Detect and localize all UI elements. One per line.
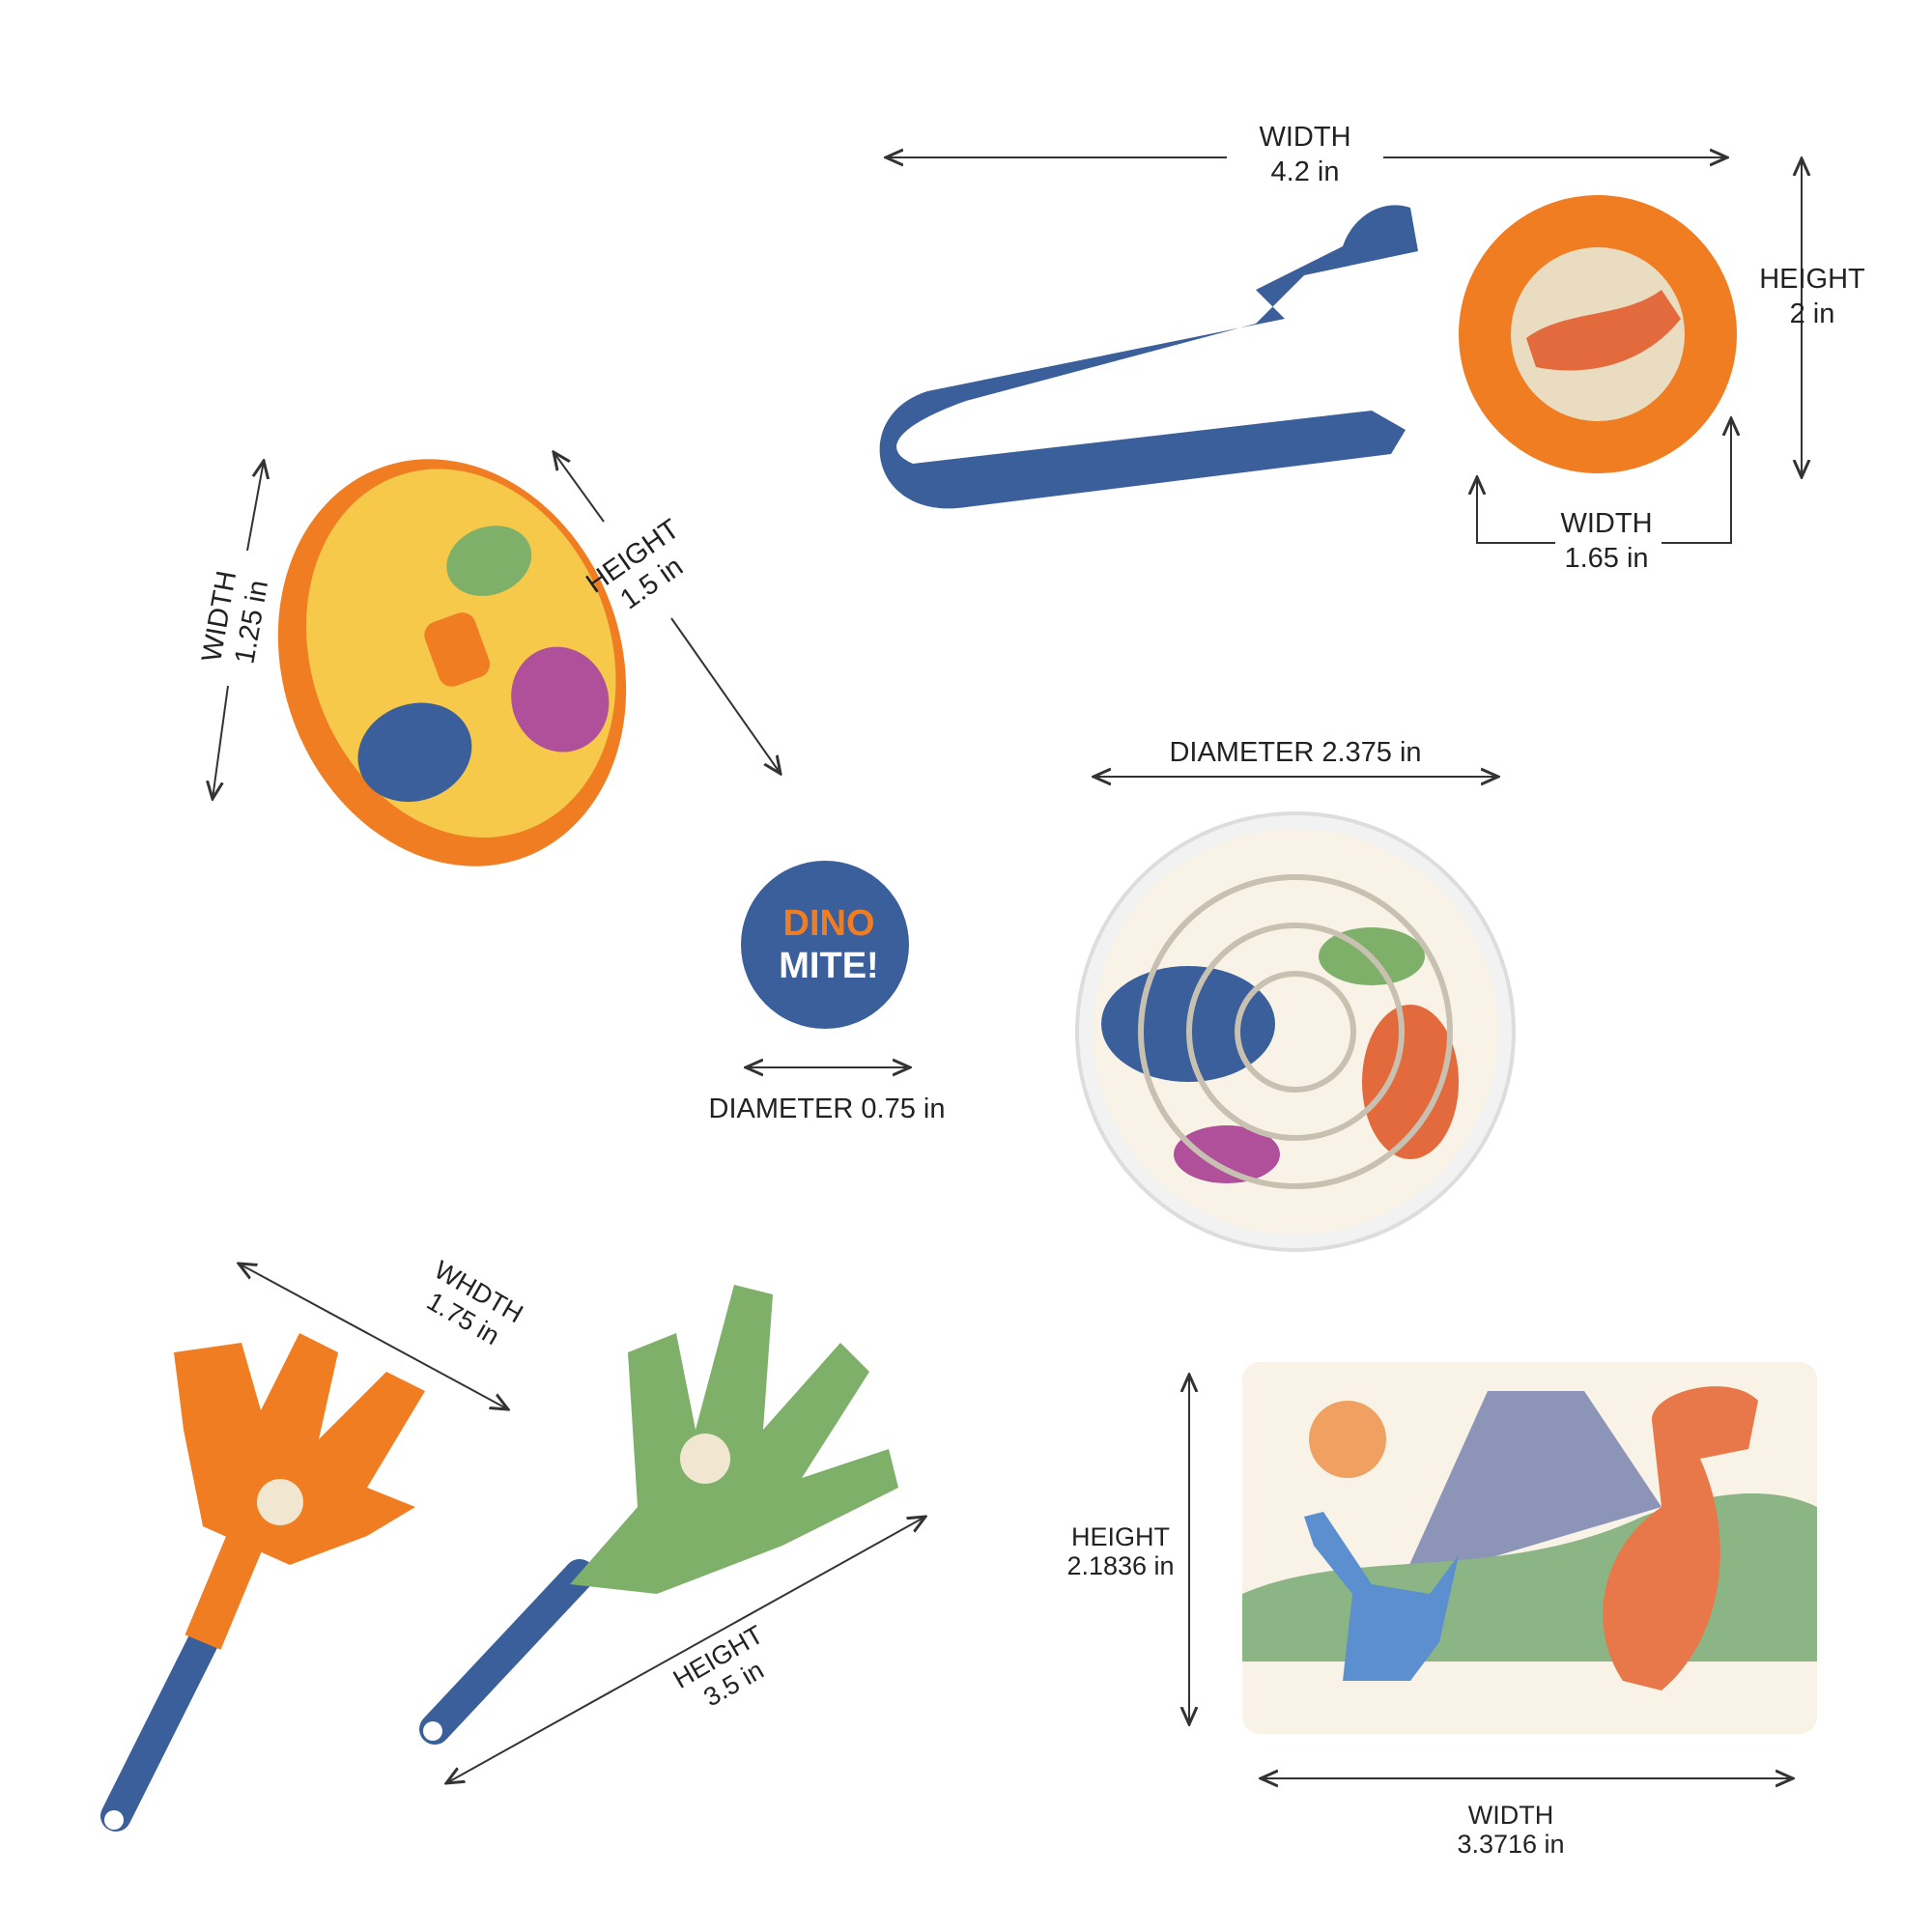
sticker-diameter-dimension: DIAMETER 0.75 in <box>709 1067 946 1124</box>
dinosaur-card <box>1242 1362 1817 1734</box>
spinning-top-width-dimension: WIDTH 1.25 in <box>196 461 274 799</box>
card-height-label: HEIGHT <box>1071 1522 1170 1551</box>
card-width-label: WIDTH <box>1468 1801 1553 1830</box>
orange-hand-clapper <box>100 1333 425 1832</box>
ring-width-dimension: WIDTH 1.65 in <box>1477 418 1731 574</box>
ring-height-label: HEIGHT <box>1759 264 1865 295</box>
card-width-value: 3.3716 in <box>1457 1830 1564 1859</box>
maze-diameter-label: DIAMETER 2.375 in <box>1169 737 1421 768</box>
sticker-text-line2: MITE! <box>779 946 878 986</box>
dino-mite-sticker: DINO MITE! <box>741 861 909 1029</box>
ring-toy <box>1459 195 1737 473</box>
maze-diameter-dimension: DIAMETER 2.375 in <box>1094 737 1498 777</box>
sticker-diameter-label: DIAMETER 0.75 in <box>709 1094 946 1124</box>
slingshot-width-dimension: WIDTH 4.2 in <box>886 122 1727 187</box>
ring-height-dimension: HEIGHT 2 in <box>1759 158 1865 477</box>
sticker-text-line1: DINO <box>783 903 875 944</box>
ring-width-value: 1.65 in <box>1564 543 1648 574</box>
green-hand-clapper <box>419 1285 898 1745</box>
card-height-value: 2.1836 in <box>1066 1551 1174 1580</box>
slingshot-toy <box>879 205 1418 509</box>
card-height-dimension: HEIGHT 2.1836 in <box>1066 1375 1189 1724</box>
slingshot-width-label: WIDTH <box>1259 122 1350 153</box>
ring-height-value: 2 in <box>1790 298 1835 329</box>
spinning-top-toy <box>277 459 627 867</box>
card-width-dimension: WIDTH 3.3716 in <box>1261 1778 1793 1859</box>
ring-width-label: WIDTH <box>1560 508 1652 539</box>
maze-puzzle-toy <box>1075 811 1516 1252</box>
slingshot-width-value: 4.2 in <box>1271 156 1340 187</box>
